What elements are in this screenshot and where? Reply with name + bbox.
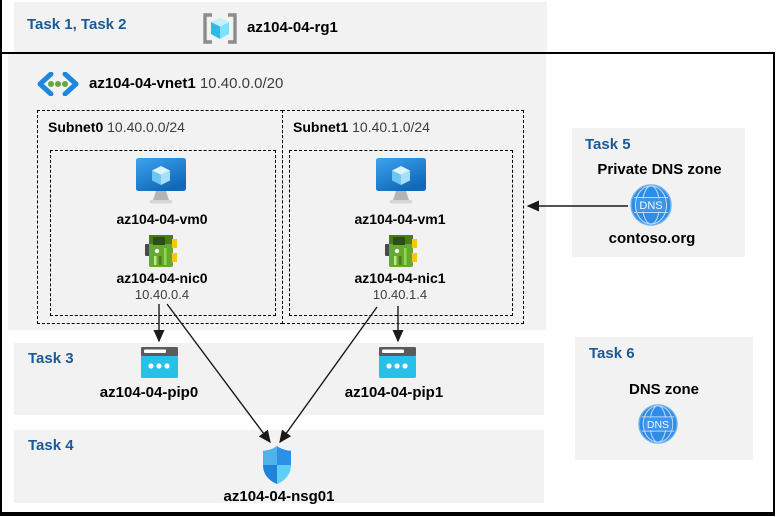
nic0-label: az104-04-nic0 <box>116 270 208 286</box>
vnet-label: az104-04-vnet1 10.40.0.0/20 <box>89 75 283 92</box>
nic1-label: az104-04-nic1 <box>354 270 446 286</box>
subnet0-label: Subnet0 10.40.0.0/24 <box>48 119 185 135</box>
task6-label: Task 6 <box>589 345 635 362</box>
header-band <box>14 2 547 52</box>
task5-label: Task 5 <box>585 136 631 153</box>
nic0-icon <box>145 235 177 267</box>
vnet-cidr: 10.40.0.0/20 <box>199 75 284 92</box>
pip0-icon <box>141 347 178 378</box>
task3-label: Task 3 <box>28 350 74 367</box>
private-dns-icon: DNS <box>630 184 672 226</box>
nsg-label: az104-04-nsg01 <box>223 488 335 505</box>
pip1-icon <box>379 347 416 378</box>
vnet-icon <box>37 72 79 96</box>
subnet0-inner-box <box>50 150 276 316</box>
left-border-segment <box>0 0 2 52</box>
subnet1-label: Subnet1 10.40.1.0/24 <box>293 119 430 135</box>
dns-zone-icon: DNS <box>638 404 678 444</box>
resource-group-icon <box>203 13 237 44</box>
resource-group-label: az104-04-rg1 <box>247 19 338 36</box>
task1-2-label: Task 1, Task 2 <box>27 16 127 33</box>
subnet1-name: Subnet1 <box>293 119 349 135</box>
dns-zone-icon-text: DNS <box>647 420 669 431</box>
private-dns-zone-title: Private DNS zone <box>597 161 722 178</box>
subnet0-name: Subnet0 <box>48 119 104 135</box>
private-dns-icon-text: DNS <box>639 200 662 212</box>
subnet1-box <box>282 110 524 324</box>
task3-band <box>14 343 544 415</box>
diagram-outer-border <box>0 52 775 516</box>
dns-zone-title: DNS zone <box>628 381 699 398</box>
nic1-ip: 10.40.1.4 <box>372 287 428 302</box>
subnet1-inner-box <box>289 150 513 316</box>
nic0-ip: 10.40.0.4 <box>134 287 190 302</box>
pip0-label: az104-04-pip0 <box>99 384 199 401</box>
pip1-label: az104-04-pip1 <box>344 384 444 401</box>
contoso-zone-label: contoso.org <box>608 230 696 247</box>
subnet1-cidr: 10.40.1.0/24 <box>352 119 430 135</box>
vnet-region <box>8 54 546 330</box>
vnet-name: az104-04-vnet1 <box>89 75 196 92</box>
subnet0-cidr: 10.40.0.0/24 <box>107 119 185 135</box>
nic1-icon <box>385 235 417 267</box>
task4-label: Task 4 <box>28 437 74 454</box>
vm1-label: az104-04-vm1 <box>354 211 446 227</box>
nsg-shield-icon <box>263 446 291 484</box>
vm0-icon <box>136 158 186 204</box>
vm0-label: az104-04-vm0 <box>116 211 208 227</box>
vm1-icon <box>376 158 426 204</box>
